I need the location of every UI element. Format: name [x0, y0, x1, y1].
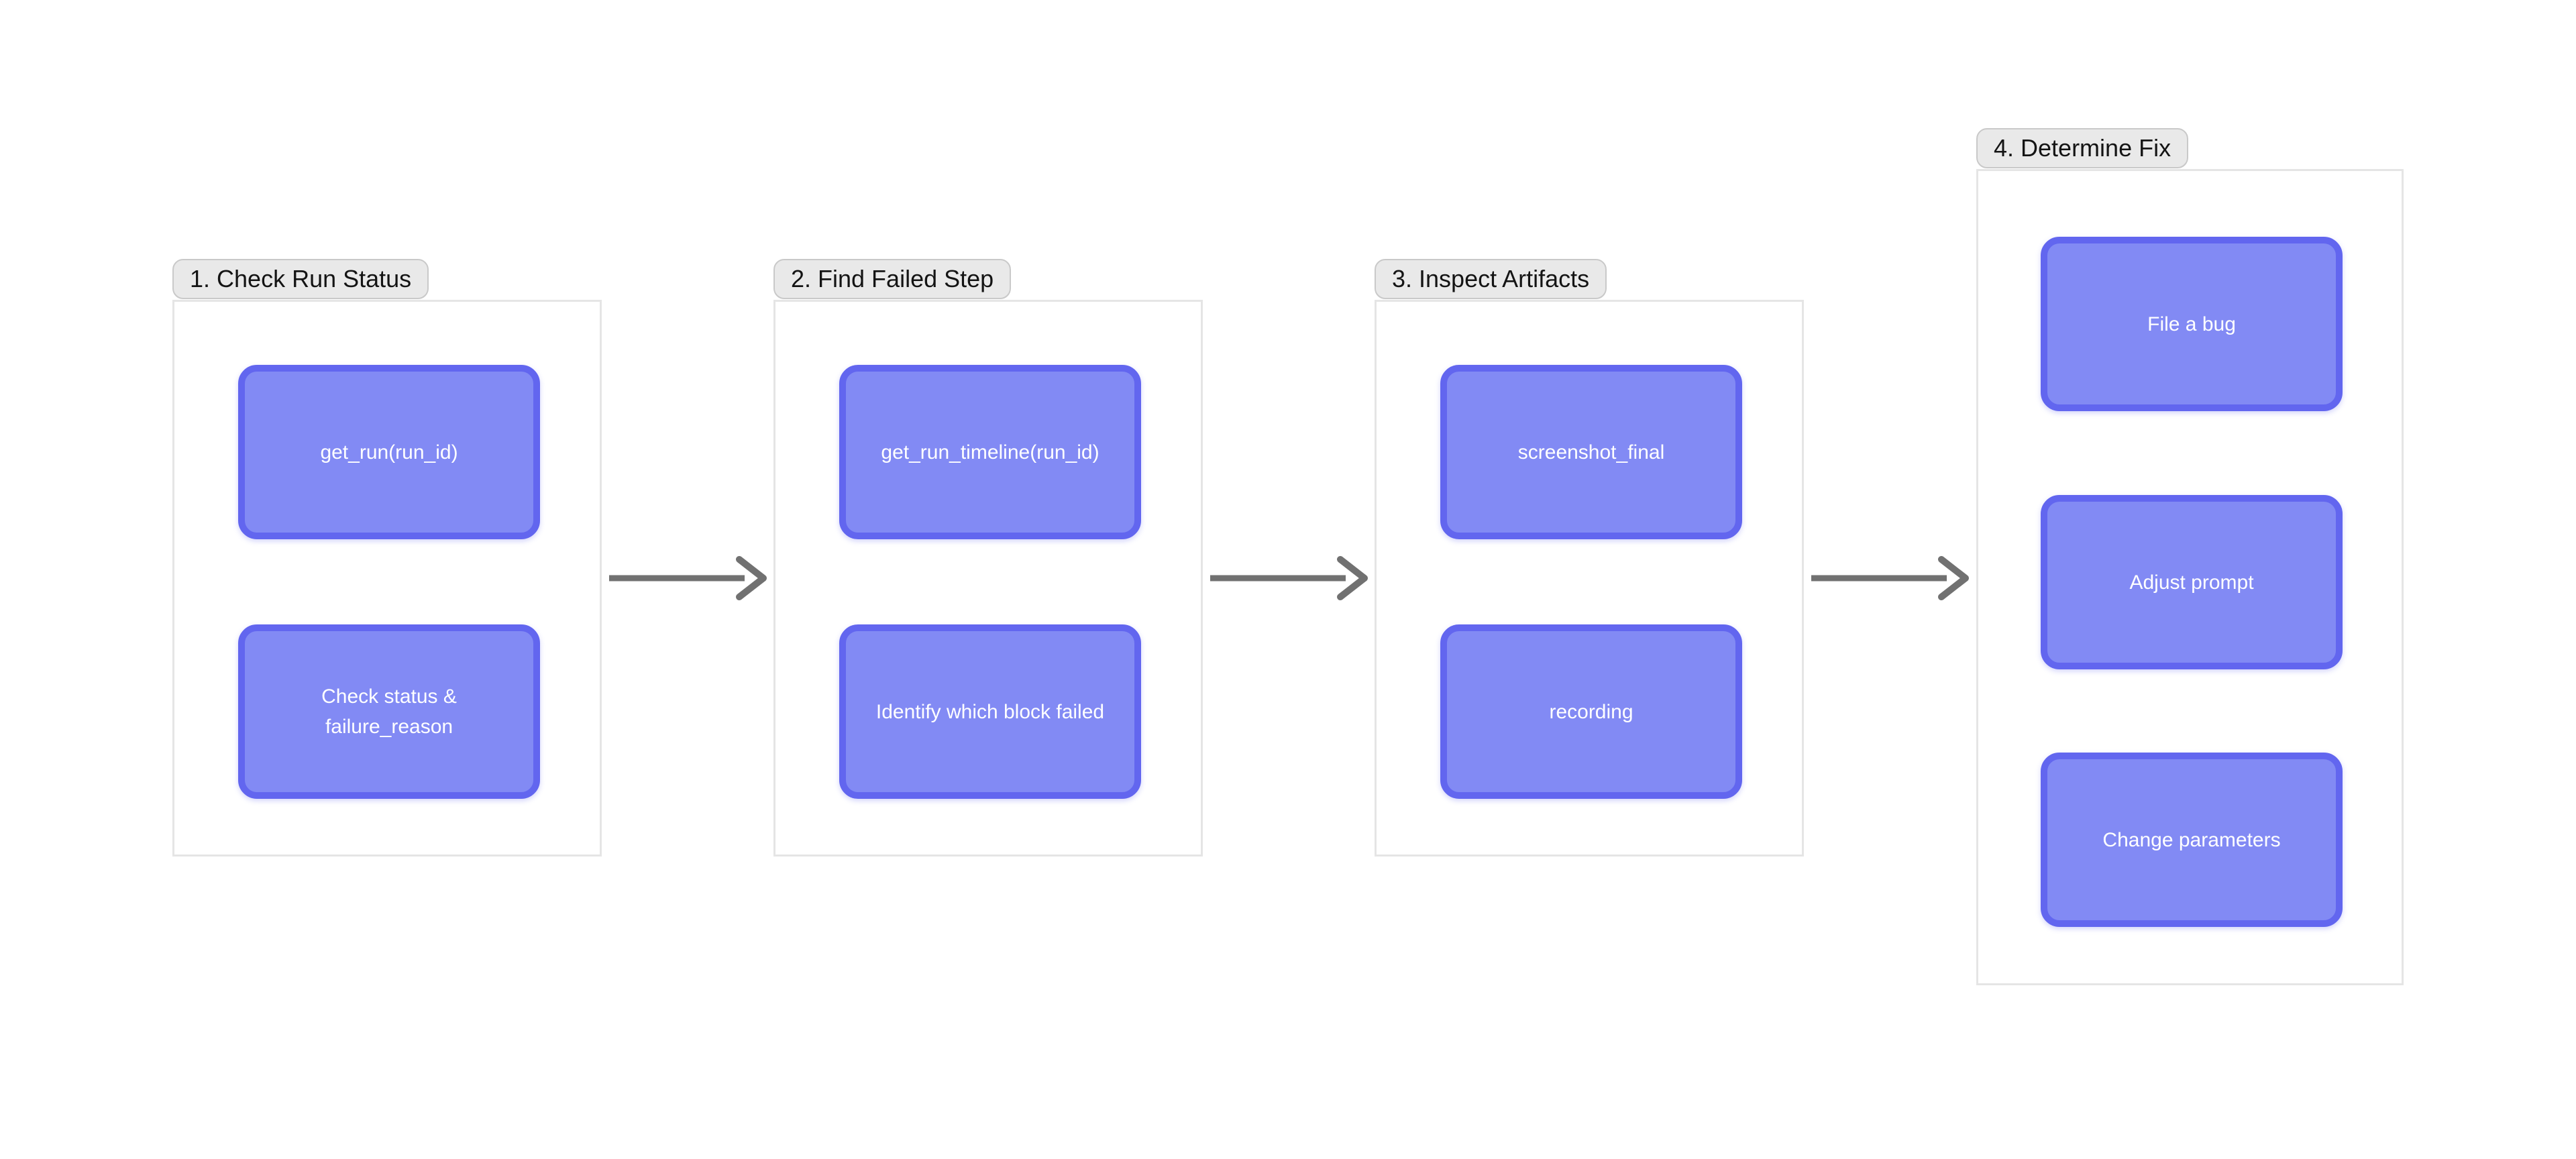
node-file-a-bug[interactable]: File a bug [2041, 237, 2343, 411]
node-label: Change parameters [2102, 828, 2281, 851]
group-4-determine-fix[interactable]: 4. Determine Fix File a bug Adjust promp… [1976, 128, 2404, 985]
group-3-inspect-artifacts[interactable]: 3. Inspect Artifacts screenshot_final re… [1375, 259, 1804, 857]
node-label: Identify which block failed [875, 700, 1105, 723]
node-adjust-prompt[interactable]: Adjust prompt [2041, 495, 2343, 669]
node-label: get_run(run_id) [320, 441, 458, 463]
node-check-status-failure-reason[interactable]: Check status & failure_reason [238, 624, 540, 799]
node-screenshot-final[interactable]: screenshot_final [1440, 365, 1742, 539]
node-label: get_run_timeline(run_id) [881, 441, 1099, 463]
node-get-run[interactable]: get_run(run_id) [238, 365, 540, 539]
node-get-run-timeline[interactable]: get_run_timeline(run_id) [839, 365, 1141, 539]
node-label: Adjust prompt [2129, 571, 2254, 594]
group-3-label: 3. Inspect Artifacts [1375, 259, 1607, 299]
group-2-find-failed-step[interactable]: 2. Find Failed Step get_run_timeline(run… [773, 259, 1203, 857]
node-change-parameters[interactable]: Change parameters [2041, 753, 2343, 927]
node-identify-failed-block[interactable]: Identify which block failed [839, 624, 1141, 799]
group-2-label: 2. Find Failed Step [773, 259, 1012, 299]
arrow-group1-to-group2 [609, 556, 767, 600]
group-4-label: 4. Determine Fix [1976, 128, 2189, 168]
node-label: screenshot_final [1517, 441, 1665, 463]
group-1-label: 1. Check Run Status [172, 259, 429, 299]
arrow-group3-to-group4 [1811, 556, 1969, 600]
node-label: Check status & failure_reason [321, 685, 457, 738]
node-label: File a bug [2147, 313, 2236, 335]
node-recording[interactable]: recording [1440, 624, 1742, 799]
group-1-check-run-status[interactable]: 1. Check Run Status get_run(run_id) Chec… [172, 259, 602, 857]
node-label: recording [1549, 700, 1633, 723]
arrow-group2-to-group3 [1210, 556, 1368, 600]
